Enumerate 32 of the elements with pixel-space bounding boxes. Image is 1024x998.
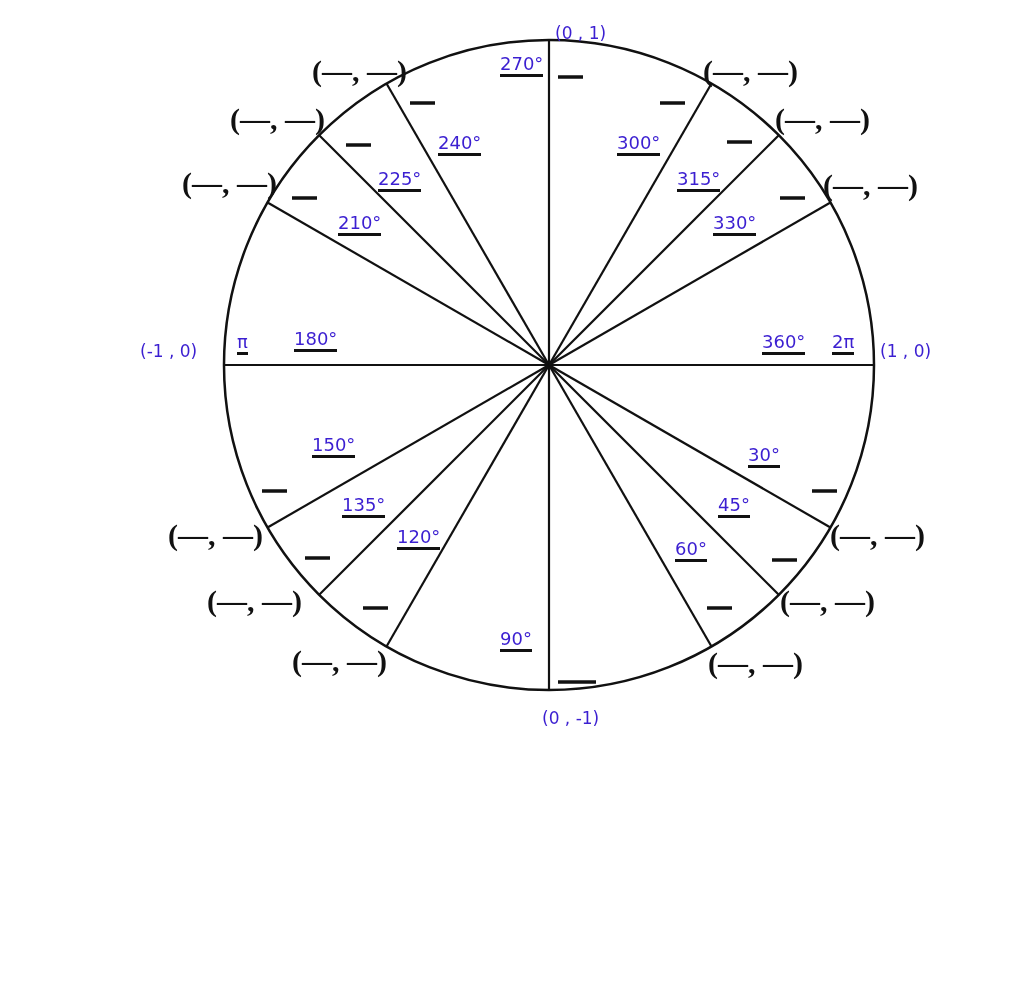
angle-label: 315° xyxy=(677,170,721,192)
angle-label: 90° xyxy=(500,630,532,652)
coordinate-pair-label: (—, —) xyxy=(708,648,803,678)
angle-label: 240° xyxy=(438,134,482,156)
angle-label: 360° xyxy=(762,333,806,355)
angle-label: 45° xyxy=(718,496,750,518)
coordinate-pair-label: (—, —) xyxy=(830,520,925,550)
angle-label: 225° xyxy=(378,170,422,192)
angle-label: 180° xyxy=(294,330,338,352)
angle-label: 30° xyxy=(748,446,780,468)
coordinate-pair-label: (—, —) xyxy=(823,170,918,200)
angle-label: 210° xyxy=(338,214,382,236)
angle-label: π xyxy=(237,333,248,355)
angle-label: 330° xyxy=(713,214,757,236)
angle-label: 60° xyxy=(675,540,707,562)
angle-label: 2π xyxy=(832,333,855,355)
coordinate-pair-label: (—, —) xyxy=(207,586,302,616)
coordinate-pair-label: (1 , 0) xyxy=(880,343,932,360)
angle-label: 270° xyxy=(500,55,544,77)
angle-label: 120° xyxy=(397,528,441,550)
coordinate-pair-label: (—, —) xyxy=(230,104,325,134)
coordinate-pair-label: (-1 , 0) xyxy=(140,343,198,360)
coordinate-pair-label: (—, —) xyxy=(780,586,875,616)
angle-label: 300° xyxy=(617,134,661,156)
coordinate-pair-label: (—, —) xyxy=(168,520,263,550)
angle-label: 150° xyxy=(312,436,356,458)
angle-label: 135° xyxy=(342,496,386,518)
coordinate-pair-label: (—, —) xyxy=(775,104,870,134)
coordinate-pair-label: (0 , 1) xyxy=(555,25,607,42)
coordinate-pair-label: (—, —) xyxy=(292,646,387,676)
coordinate-pair-label: (0 , -1) xyxy=(542,710,600,727)
coordinate-pair-label: (—, —) xyxy=(312,56,407,86)
